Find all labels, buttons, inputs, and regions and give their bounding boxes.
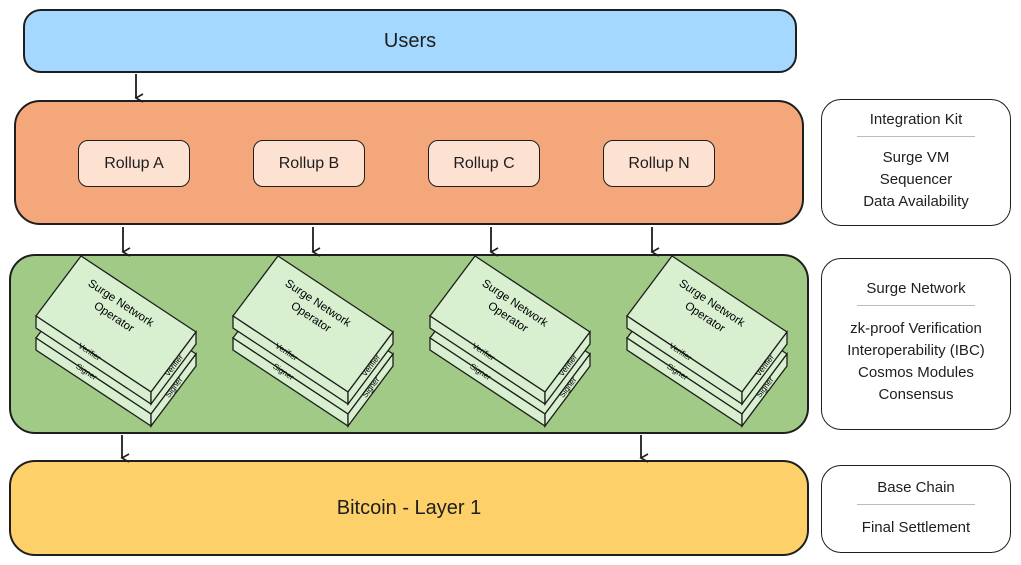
integration-kit-panel: Integration Kit Surge VM Sequencer Data …	[821, 99, 1011, 226]
bitcoin-layer: Bitcoin - Layer 1	[9, 460, 809, 556]
operator-stack-1: Surge Network Operator Verifier Verifier…	[35, 255, 197, 427]
integration-kit-item: Data Availability	[863, 193, 969, 210]
rollup-n-box: Rollup N	[603, 140, 715, 187]
integration-kit-divider	[857, 136, 975, 137]
users-layer: Users	[23, 9, 797, 73]
surge-network-panel: Surge Network zk-proof Verification Inte…	[821, 258, 1011, 430]
base-chain-panel: Base Chain Final Settlement	[821, 465, 1011, 553]
integration-kit-title: Integration Kit	[869, 111, 963, 128]
rollup-a-label: Rollup A	[104, 154, 164, 172]
rollup-c-box: Rollup C	[428, 140, 540, 187]
operator-stack-4: Surge Network Operator Verifier Verifier…	[626, 255, 788, 427]
rollup-b-label: Rollup B	[278, 154, 340, 172]
integration-kit-item: Sequencer	[879, 171, 953, 188]
surge-network-item: Cosmos Modules	[858, 364, 974, 381]
integration-kit-item: Surge VM	[882, 149, 950, 166]
rollup-a-box: Rollup A	[78, 140, 190, 187]
rollup-n-label: Rollup N	[628, 154, 690, 172]
users-label: Users	[383, 29, 437, 52]
operator-stack-3: Surge Network Operator Verifier Verifier…	[429, 255, 591, 427]
surge-network-item: Interoperability (IBC)	[847, 342, 985, 359]
rollup-b-box: Rollup B	[253, 140, 365, 187]
base-chain-divider	[857, 504, 975, 505]
base-chain-item: Final Settlement	[861, 519, 971, 536]
base-chain-title: Base Chain	[877, 479, 955, 496]
surge-network-item: Consensus	[878, 386, 954, 403]
surge-network-item: zk-proof Verification	[850, 320, 982, 337]
rollup-c-label: Rollup C	[453, 154, 515, 172]
operator-stack-2: Surge Network Operator Verifier Verifier…	[232, 255, 394, 427]
surge-network-title: Surge Network	[866, 280, 966, 297]
surge-network-divider	[857, 305, 975, 306]
bitcoin-label: Bitcoin - Layer 1	[336, 496, 482, 519]
